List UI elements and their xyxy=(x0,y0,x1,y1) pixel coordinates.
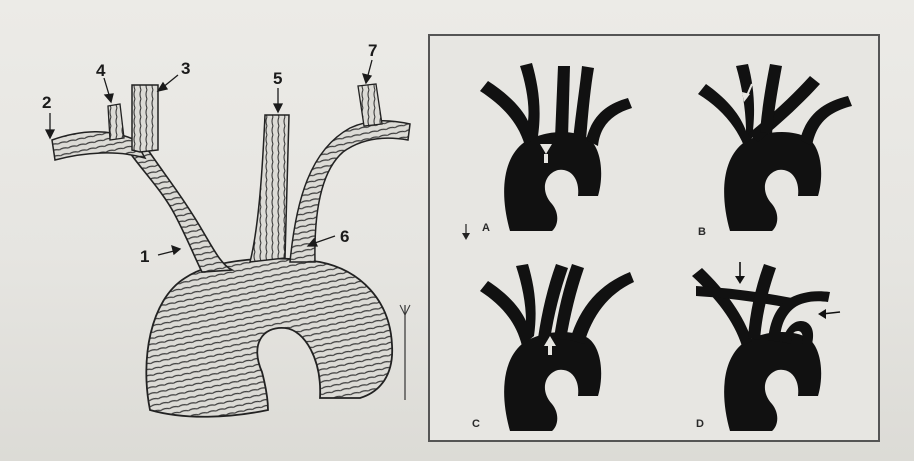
left-subclavian-artery xyxy=(290,121,410,262)
scale-mark xyxy=(400,305,410,400)
panel-c-silhouette xyxy=(480,264,634,431)
left-common-carotid xyxy=(250,115,289,262)
panel-label-c: C xyxy=(472,418,480,430)
aortic-arch-illustration: 1 2 3 4 5 6 7 xyxy=(0,0,420,461)
label-7: 7 xyxy=(368,42,377,59)
right-subclavian-artery xyxy=(52,132,145,160)
variant-panels-box: A B C D xyxy=(428,34,880,442)
panel-a-silhouette xyxy=(480,63,632,231)
right-common-carotid xyxy=(132,85,158,152)
label-4: 4 xyxy=(96,62,105,79)
aortic-arch xyxy=(146,259,392,417)
panel-label-a: A xyxy=(482,222,490,234)
small-branch xyxy=(108,104,124,140)
panel-b-silhouette xyxy=(698,64,852,231)
label-2: 2 xyxy=(42,94,51,111)
vertebral-branch xyxy=(358,84,382,126)
label-1: 1 xyxy=(140,248,149,265)
arrow-near-c xyxy=(462,224,470,240)
panel-label-d: D xyxy=(696,418,704,430)
panel-d-silhouette xyxy=(692,262,840,431)
label-3: 3 xyxy=(181,60,190,77)
label-6: 6 xyxy=(340,228,349,245)
label-5: 5 xyxy=(273,70,282,87)
panel-label-b: B xyxy=(698,226,706,238)
